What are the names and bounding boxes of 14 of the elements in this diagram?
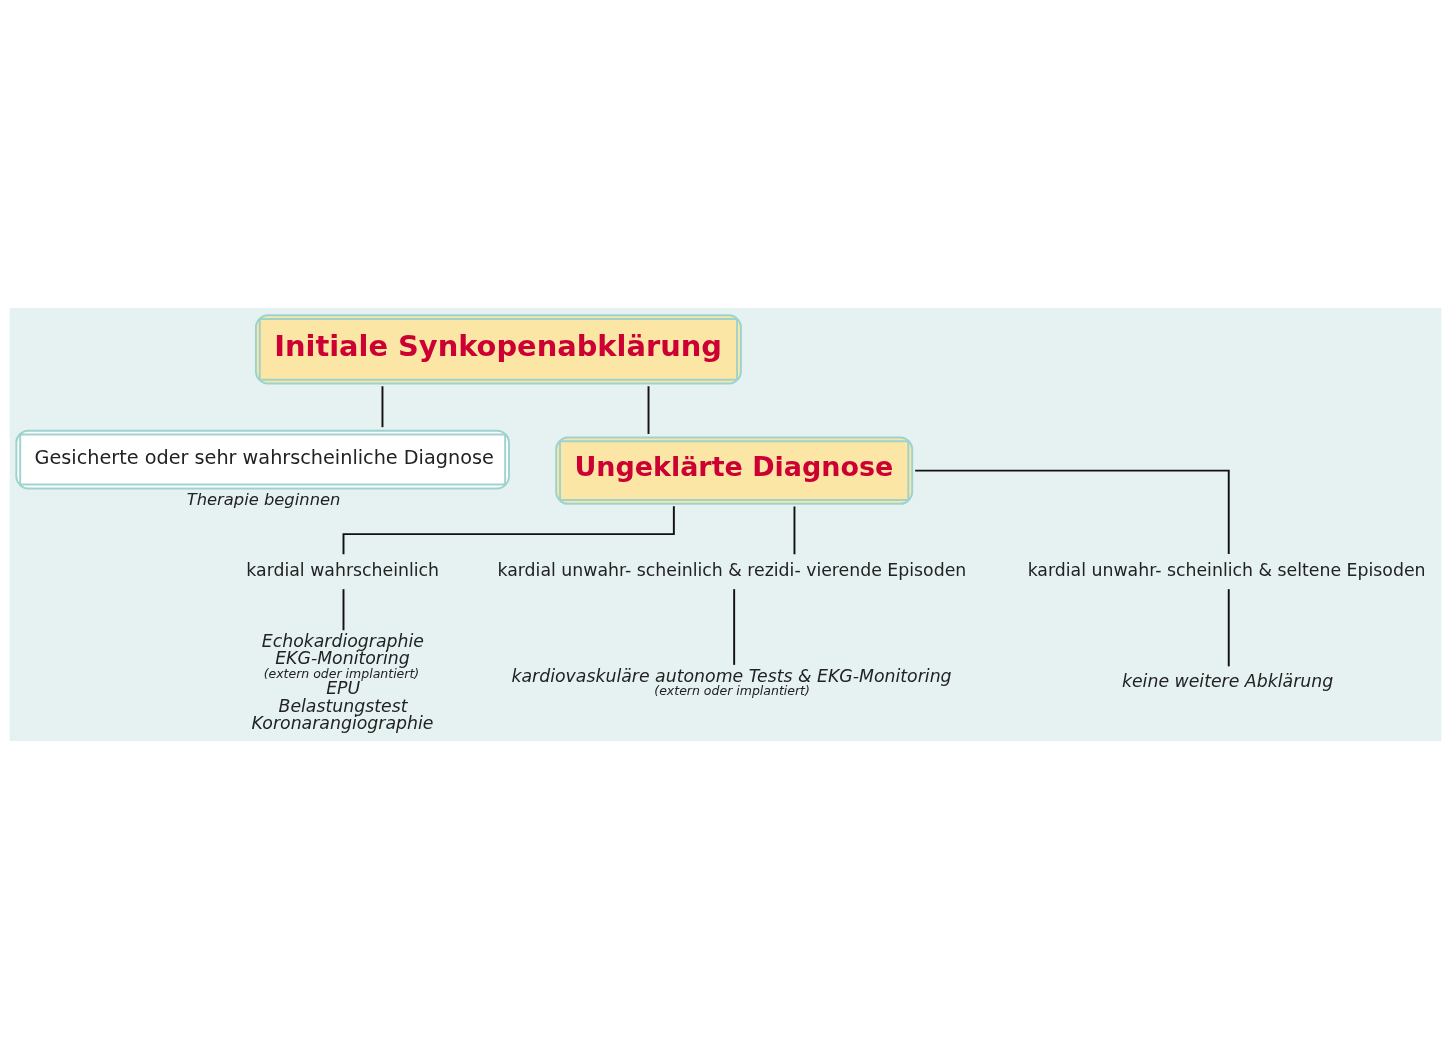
- node-text: Echokardiographie EKG-Monitoring (extern oder implantiert) EPU Belastungstest Koronarangiographie: [251, 630, 434, 733]
- node-text: kardial unwahr- scheinlich & seltene Episoden: [1027, 559, 1426, 580]
- connector: [381, 384, 384, 428]
- connector: [342, 587, 345, 631]
- connector: [793, 505, 796, 555]
- connector: [647, 384, 650, 435]
- connector: [733, 587, 736, 666]
- connector: [914, 469, 1230, 555]
- node-label: Therapie beginnen: [186, 489, 341, 509]
- node-text: kardial unwahr- scheinlich & rezidi- vierende Episoden: [497, 559, 967, 580]
- connector: [1227, 587, 1230, 667]
- node-text: kardial wahrscheinlich: [246, 559, 440, 580]
- node-text: keine weitere Abklärung: [1121, 670, 1334, 691]
- node-text: kardiovaskuläre autonome Tests & EKG-Monitoring (extern oder implantiert): [511, 665, 952, 698]
